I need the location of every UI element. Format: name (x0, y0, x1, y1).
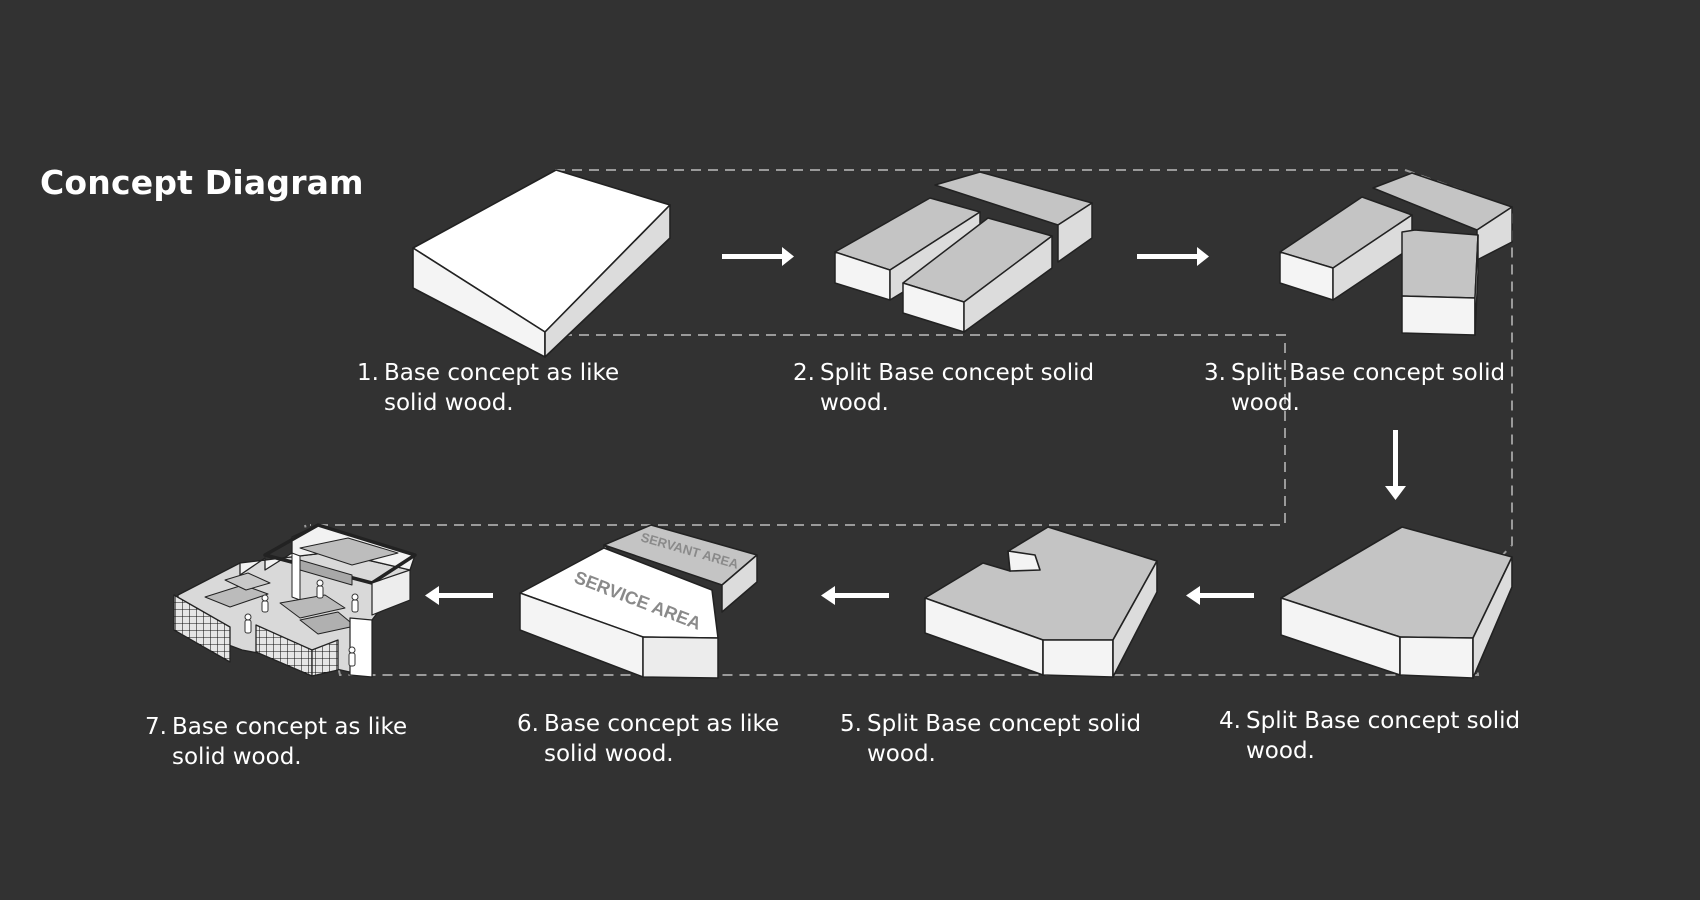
arrow-left-6-to-7-icon (425, 586, 493, 605)
step-text-line-1: Split Base concept solid (820, 360, 1095, 386)
step-text-line-1: Base concept as like (544, 711, 780, 737)
step-text-line-2: solid wood. (544, 741, 674, 767)
step-caption-5: 5. Split Base concept solid wood. (840, 709, 1141, 769)
step-number: 2. (793, 360, 815, 386)
arrow-right-2-to-3-icon (1137, 247, 1209, 266)
arrow-left-5-to-6-icon (821, 586, 889, 605)
step-number: 4. (1219, 708, 1241, 734)
model-5-notched-polygon (924, 526, 1158, 678)
arrows (425, 247, 1406, 605)
arrow-right-1-to-2-icon (722, 247, 794, 266)
step-text-line-2: solid wood. (172, 744, 302, 770)
model-1-solid-block (412, 169, 671, 358)
page-title: Concept Diagram (40, 163, 364, 202)
step-number: 7. (145, 714, 167, 740)
step-text-line-1: Base concept as like (172, 714, 408, 740)
step-text-line-2: wood. (867, 741, 936, 767)
step-text-line-1: Split Base concept solid (867, 711, 1142, 737)
step-text-line-2: wood. (1231, 390, 1300, 416)
step-text-line-1: Base concept as like (384, 360, 620, 386)
step-caption-4: 4. Split Base concept solid wood. (1219, 706, 1520, 766)
arrow-down-3-to-4-icon (1385, 430, 1406, 500)
model-6-service-areas (519, 524, 758, 679)
step-caption-6: 6. Base concept as like solid wood. (517, 709, 779, 769)
step-caption-2: 2. Split Base concept solid wood. (793, 358, 1094, 418)
step-text-line-1: Split Base concept solid (1231, 360, 1506, 386)
step-number: 5. (840, 711, 862, 737)
step-caption-7: 7. Base concept as like solid wood. (145, 712, 407, 772)
step-caption-3: 3. Split Base concept solid wood. (1204, 358, 1505, 418)
model-4-merged-polygon (1280, 526, 1513, 679)
step-text-line-1: Split Base concept solid (1246, 708, 1521, 734)
step-number: 3. (1204, 360, 1226, 386)
step-text-line-2: wood. (1246, 738, 1315, 764)
step-number: 6. (517, 711, 539, 737)
model-3-rotated-blocks (1279, 172, 1513, 336)
arrow-left-4-to-5-icon (1186, 586, 1254, 605)
model-2-split-blocks (834, 171, 1093, 333)
step-text-line-2: solid wood. (384, 390, 514, 416)
step-number: 1. (357, 360, 379, 386)
step-text-line-2: wood. (820, 390, 889, 416)
step-caption-1: 1. Base concept as like solid wood. (357, 358, 619, 418)
model-7-interior-model (173, 523, 417, 678)
